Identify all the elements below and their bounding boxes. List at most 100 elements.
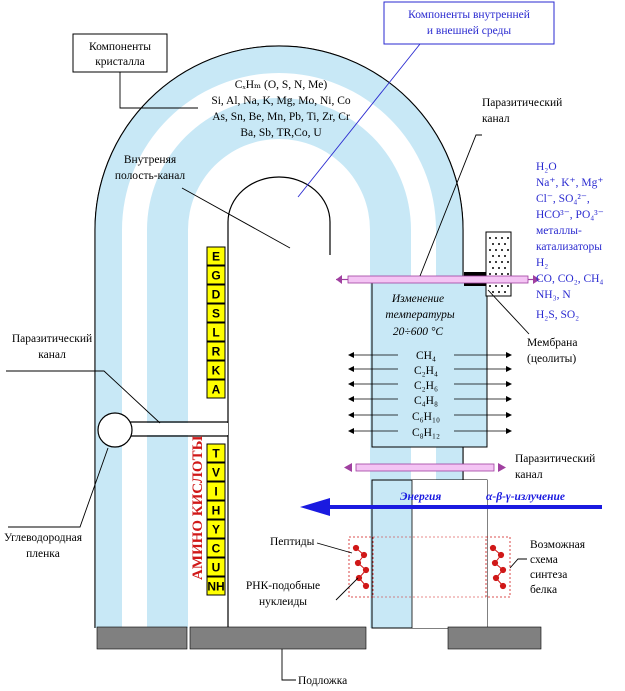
amino-cell-h: H: [206, 500, 226, 520]
hydrocarbon-film-line2: пленка: [26, 548, 60, 560]
substrate-leader: [281, 649, 296, 681]
parasitic-top-line2: канал: [482, 113, 510, 125]
rna-line1: РНК-подобные: [246, 580, 320, 592]
amino-letter: K: [212, 364, 221, 378]
hydrocarbon-3: C₂H₆: [414, 380, 438, 392]
membrane-dots: [489, 237, 509, 293]
hydrocarbon-arrowheads: [348, 352, 512, 434]
membrane-leader: [487, 289, 530, 335]
parasitic-left-line1: Паразитический: [12, 333, 92, 345]
parasitic-top-leader: [419, 134, 482, 277]
env-item-3: Cl⁻, SO₄²⁻,: [536, 193, 590, 205]
amino-letter: R: [212, 345, 221, 359]
inner-cavity-line1: Внутреняя: [124, 154, 177, 166]
amino-letter: L: [212, 326, 219, 340]
crystal-formula-line1: CₓHₘ (O, S, N, Me): [235, 79, 328, 91]
substrate-mid: [189, 626, 367, 650]
env-item-4: HCO³⁻, PO₄³⁻: [536, 209, 604, 221]
amino-letter: H: [212, 504, 221, 518]
env-item-9: NH₃, N: [536, 289, 571, 301]
amino-cell-k: K: [206, 360, 226, 380]
environment-components-line2: и внешней среды: [427, 25, 512, 37]
arch-inner-line: [227, 176, 331, 628]
synthesis-line2: схема: [530, 554, 558, 566]
environment-components-box: [383, 1, 555, 45]
crystal-components-line2: кристалла: [95, 56, 145, 68]
crystal-formula-line2: Si, Al, Na, K, Mg, Mo, Ni, Co: [211, 95, 351, 107]
synthesis-line3: синтеза: [530, 569, 567, 581]
amino-letter: Y: [212, 523, 220, 537]
amino-acids-vertical-label: АМИНО КИСЛОТЫ: [190, 435, 206, 580]
crystal-components-leader: [119, 72, 198, 109]
parasitic-left-leader: [6, 370, 161, 424]
amino-cell-c: C: [206, 538, 226, 558]
amino-letter: D: [212, 288, 221, 302]
temperature-line3: 20÷600 °C: [393, 326, 444, 338]
crystal-components-box: [72, 33, 168, 73]
peptide-box: [348, 536, 374, 598]
peptides-leader: [316, 542, 353, 554]
synthesis-line1: Возможная: [530, 539, 586, 551]
environment-list: H₂O Na⁺, K⁺, Mg⁺ Cl⁻, SO₄²⁻, HCO³⁻, PO₄³…: [536, 161, 604, 321]
amino-cell-g: G: [206, 265, 226, 285]
amino-letter: A: [212, 383, 221, 397]
amino-cell-a: A: [206, 379, 226, 399]
amino-cell-e: E: [206, 246, 226, 266]
amino-cell-i: I: [206, 481, 226, 501]
hydrocarbon-labels: CH₄ C₂H₄ C₂H₆ C₄H₈ C₆H₁₀ C₈H₁₂: [398, 347, 454, 439]
substrate-label: Подложка: [298, 675, 347, 687]
amino-letter: I: [214, 485, 217, 499]
amino-letter: U: [212, 561, 221, 575]
parasitic-left-line2: канал: [38, 349, 66, 361]
env-item-5: металлы-: [536, 225, 582, 237]
hydrocarbon-6: C₈H₁₂: [412, 427, 440, 439]
environment-components-line1: Компоненты внутренней: [408, 9, 530, 21]
hydrocarbon-4: C₄H₈: [414, 395, 438, 407]
peptide-chain-right: [489, 544, 507, 590]
peptide-chain-left: [352, 544, 370, 590]
environment-leader: [297, 43, 421, 198]
amino-cell-r: R: [206, 341, 226, 361]
amino-cell-y: Y: [206, 519, 226, 539]
synthesis-box: [485, 536, 511, 598]
hydrocarbon-2: C₂H₄: [414, 365, 438, 377]
amino-cell-v: V: [206, 462, 226, 482]
amino-letter: G: [211, 269, 220, 283]
hydrocarbon-film-line1: Углеводородная: [4, 532, 83, 544]
parasitic-lower-line1: Паразитический: [515, 453, 595, 465]
peptides-label: Пептиды: [270, 536, 315, 548]
arch-outer-line: [94, 45, 464, 628]
amino-letter: C: [212, 542, 221, 556]
rna-leader: [335, 577, 359, 601]
inner-cavity-line2: полость-канал: [115, 170, 186, 182]
env-item-6: катализаторы: [536, 241, 602, 253]
synthesis-leader: [509, 558, 527, 569]
parasitic-channel-upper: [347, 275, 529, 284]
env-item-7: H₂: [536, 257, 548, 269]
temperature-line1: Изменение: [391, 293, 444, 305]
parasitic-lower-line2: канал: [515, 469, 543, 481]
amino-letter: E: [212, 250, 220, 264]
amino-cell-s: S: [206, 303, 226, 323]
membrane-line2: (цеолиты): [527, 353, 576, 365]
hydrocarbon-film-circle: [97, 412, 133, 448]
amino-cell-u: U: [206, 557, 226, 577]
env-item-10: H₂S, SO₂: [536, 309, 579, 321]
energy-arrow-head: [300, 498, 330, 516]
parasitic-channel-lower: [355, 463, 495, 472]
parasitic-top-line1: Паразитический: [482, 97, 562, 109]
amino-letter: V: [212, 466, 220, 480]
right-column-lower-core: [412, 480, 487, 628]
hydrocarbon-1: CH₄: [416, 350, 436, 362]
amino-cell-l: L: [206, 322, 226, 342]
amino-letter: T: [212, 447, 220, 461]
substrate-left: [96, 626, 188, 650]
inner-cavity-leader: [181, 187, 291, 249]
rna-line2: нуклеиды: [259, 596, 307, 608]
env-item-8: CO, CO₂, CH₄: [536, 273, 603, 285]
hydrocarbon-5: C₆H₁₀: [412, 411, 440, 423]
hydrocarbon-film-leader: [8, 447, 109, 528]
